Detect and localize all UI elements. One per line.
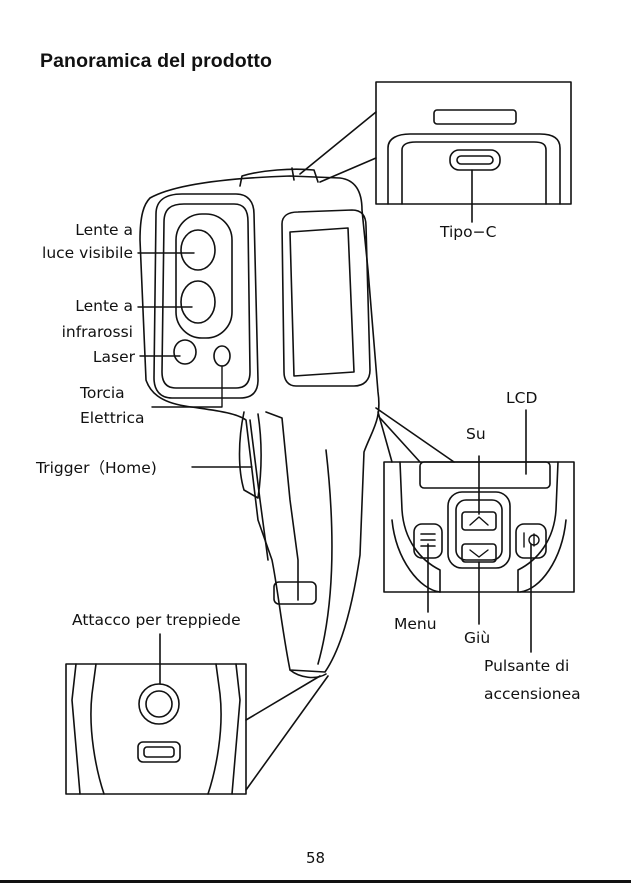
label-power-line1: Pulsante di <box>484 656 569 676</box>
label-visible-lens-line2: luce visibile <box>42 243 133 263</box>
tripod-mount-zoom-inset <box>66 634 328 794</box>
label-trigger: Trigger（Home) <box>36 458 157 478</box>
label-laser: Laser <box>93 347 135 367</box>
label-visible-lens-line1: Lente a <box>75 220 133 240</box>
thermal-camera-body <box>140 168 379 677</box>
label-torch-line1: Torcia <box>80 383 125 403</box>
label-lcd: LCD <box>506 388 537 408</box>
label-usb-c: Tipo−C <box>440 222 496 242</box>
label-menu: Menu <box>394 614 437 634</box>
label-down: Giù <box>464 628 490 648</box>
label-tripod-mount: Attacco per treppiede <box>72 610 241 630</box>
label-power-line2: accensionea <box>484 684 581 704</box>
label-torch-line2: Elettrica <box>80 408 145 428</box>
page-number: 58 <box>0 849 631 867</box>
label-ir-lens-line2: infrarossi <box>62 322 133 342</box>
label-ir-lens-line1: Lente a <box>75 296 133 316</box>
label-up: Su <box>466 424 486 444</box>
usb-c-zoom-inset <box>300 82 571 222</box>
